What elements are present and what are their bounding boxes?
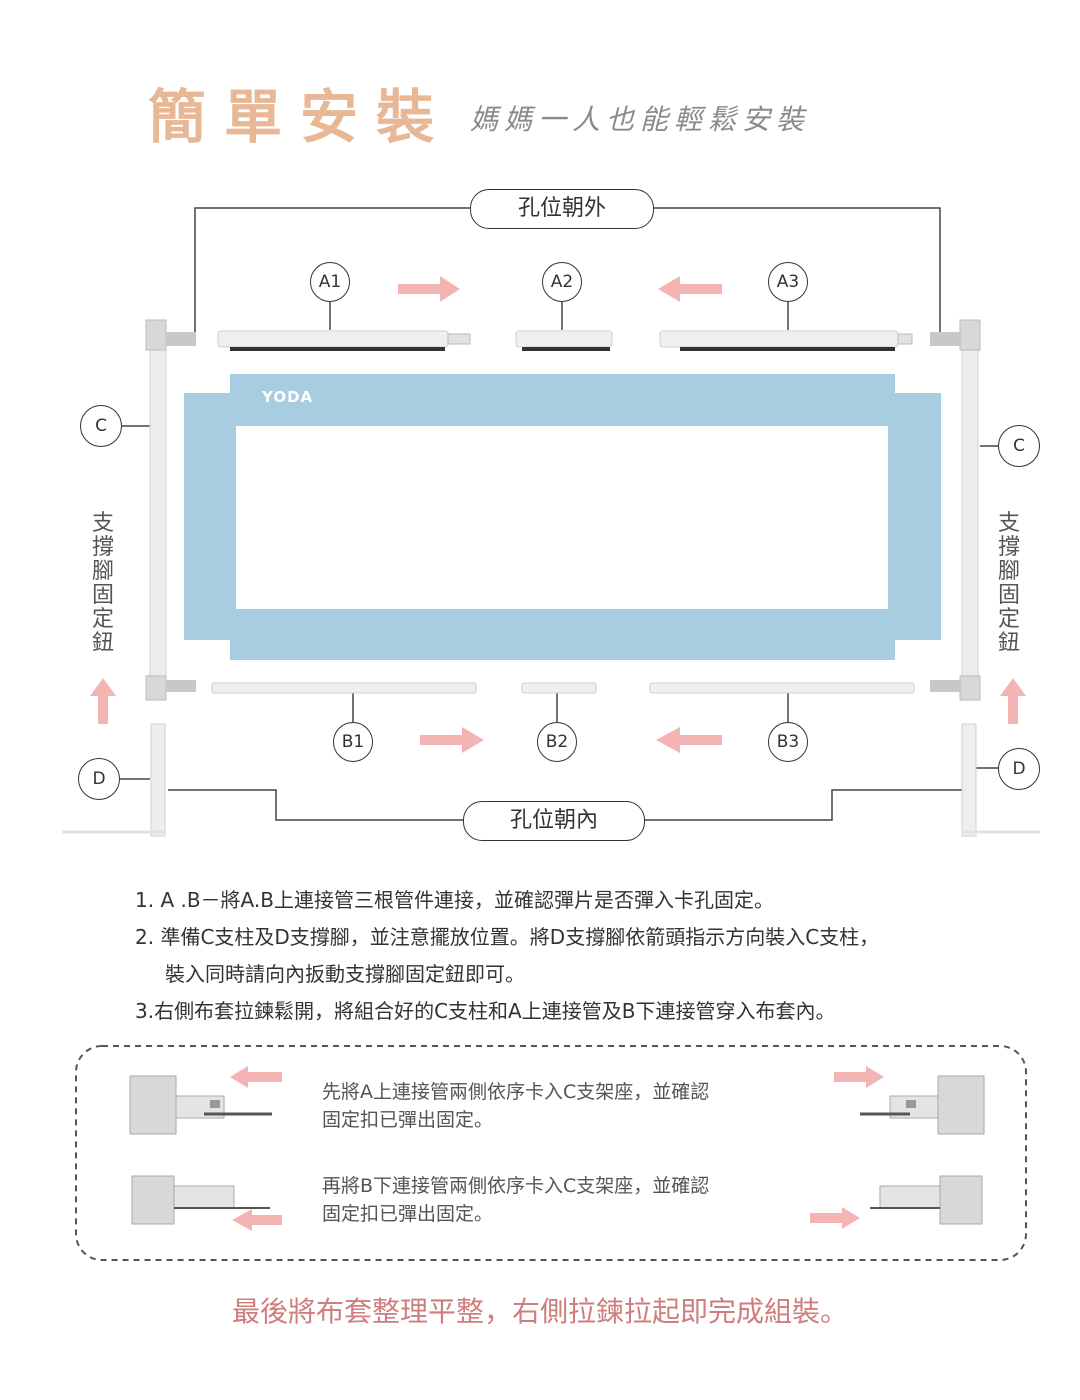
post-left <box>145 319 196 701</box>
detail-bracket-bottom-left <box>131 1175 270 1225</box>
page-title: 簡單安裝 <box>148 83 453 151</box>
final-note: 最後將布套整理平整，右側拉鍊拉起即完成組裝。 <box>231 1295 848 1328</box>
foot-right <box>961 723 977 837</box>
detail-top-text: 先將A上連接管兩側依序卡入C支架座，並確認 固定扣已彈出固定。 <box>322 1078 709 1134</box>
page-subtitle: 媽媽一人也能輕鬆安裝 <box>470 103 811 136</box>
side-label-right: 支撐腳固定鈕 <box>997 511 1020 656</box>
instruction-steps: 1. A .B－將A.B上連接管三根管件連接，並確認彈片是否彈入卡孔固定。 2.… <box>135 882 1015 1030</box>
step-1: 1. A .B－將A.B上連接管三根管件連接，並確認彈片是否彈入卡孔固定。 <box>135 888 774 912</box>
label-b3: B3 <box>768 722 808 762</box>
arrow-left-a <box>658 276 722 302</box>
side-label-left: 支撐腳固定鈕 <box>91 511 114 656</box>
label-c-right: C <box>998 425 1040 467</box>
bottom-label-holes-inward: 孔位朝內 <box>463 801 645 841</box>
label-b2: B2 <box>537 722 577 762</box>
label-b1: B1 <box>333 722 373 762</box>
top-connector-lines <box>118 207 1000 821</box>
arrow-left-b <box>656 727 722 753</box>
label-a2: A2 <box>542 262 582 302</box>
detail-bracket-top-left <box>129 1075 272 1135</box>
label-d-left: D <box>78 758 120 800</box>
detail-top-line1: 先將A上連接管兩側依序卡入C支架座，並確認 <box>322 1081 710 1103</box>
top-label-holes-outward: 孔位朝外 <box>470 189 654 229</box>
label-a1: A1 <box>310 262 350 302</box>
detail-bottom-line2: 固定扣已彈出固定。 <box>322 1203 494 1225</box>
detail-box <box>75 1045 1027 1261</box>
tube-a3 <box>659 330 913 351</box>
label-c-left: C <box>80 405 122 447</box>
detail-bottom-text: 再將B下連接管兩側依序卡入C支架座，並確認 固定扣已彈出固定。 <box>322 1172 709 1228</box>
label-d-right: D <box>998 748 1040 790</box>
direction-arrows <box>90 276 1026 753</box>
post-right <box>930 319 981 701</box>
fabric-panel <box>184 374 941 660</box>
arrow-right-b <box>420 727 484 753</box>
arrow-up-left <box>90 678 116 724</box>
arrow-right-a <box>398 276 460 302</box>
foot-left <box>150 723 166 837</box>
label-a3: A3 <box>768 262 808 302</box>
tube-b3 <box>649 682 915 694</box>
detail-arrows <box>230 1066 884 1231</box>
brand-logo: YODA <box>262 388 314 406</box>
step-2-continued: 裝入同時請向內扳動支撐腳固定鈕即可。 <box>165 962 525 986</box>
detail-bottom-line1: 再將B下連接管兩側依序卡入C支架座，並確認 <box>322 1175 710 1197</box>
step-2: 2. 準備C支柱及D支撐腳，並注意擺放位置。將D支撐腳依箭頭指示方向裝入C支柱， <box>135 925 880 949</box>
tube-a2 <box>515 330 613 351</box>
detail-top-line2: 固定扣已彈出固定。 <box>322 1109 494 1131</box>
tube-a1 <box>217 330 471 351</box>
tube-b2 <box>521 682 597 694</box>
detail-bracket-bottom-right <box>870 1175 983 1225</box>
step-3: 3.右側布套拉鍊鬆開，將組合好的C支柱和A上連接管及B下連接管穿入布套內。 <box>135 999 836 1023</box>
tube-b1 <box>211 682 477 694</box>
arrow-up-right <box>1000 678 1026 724</box>
detail-bracket-top-right <box>860 1075 985 1135</box>
